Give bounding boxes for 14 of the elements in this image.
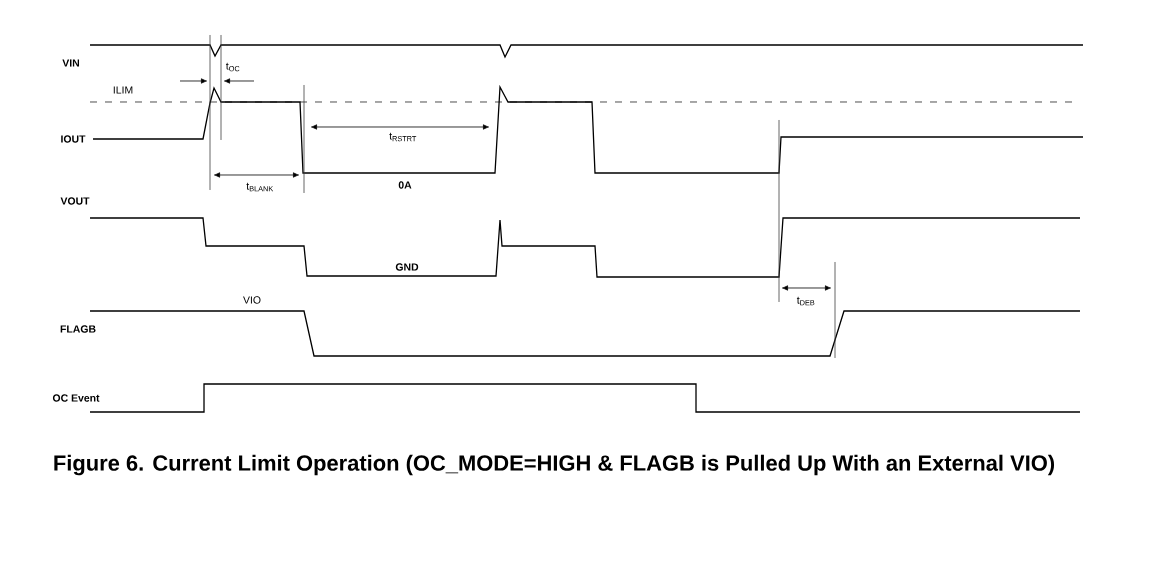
- signal-label: VOUT: [60, 197, 90, 205]
- timing-label: t$_{DEB}$: [796, 296, 815, 306]
- level-label: GND: [395, 263, 419, 271]
- signal-label: IOUT: [61, 135, 86, 143]
- level-label: 0A: [398, 181, 412, 189]
- timing-label: t$_{OC}$: [225, 62, 240, 72]
- caption: Figure 6. Current Limit Operation (OC_MODE=HIGH & FLAGB is Pulled Up With an External VIO): [54, 454, 1055, 476]
- signal-label: OC Event: [52, 394, 100, 402]
- timing-label: t$_{RSTRT}$: [389, 132, 417, 142]
- level-label: VIO: [243, 296, 261, 304]
- signal-label: FLAGB: [60, 325, 96, 333]
- timing-label: t$_{BLANK}$: [246, 182, 274, 192]
- signal-label: VIN: [62, 59, 79, 67]
- level-label: ILIM: [113, 86, 133, 94]
